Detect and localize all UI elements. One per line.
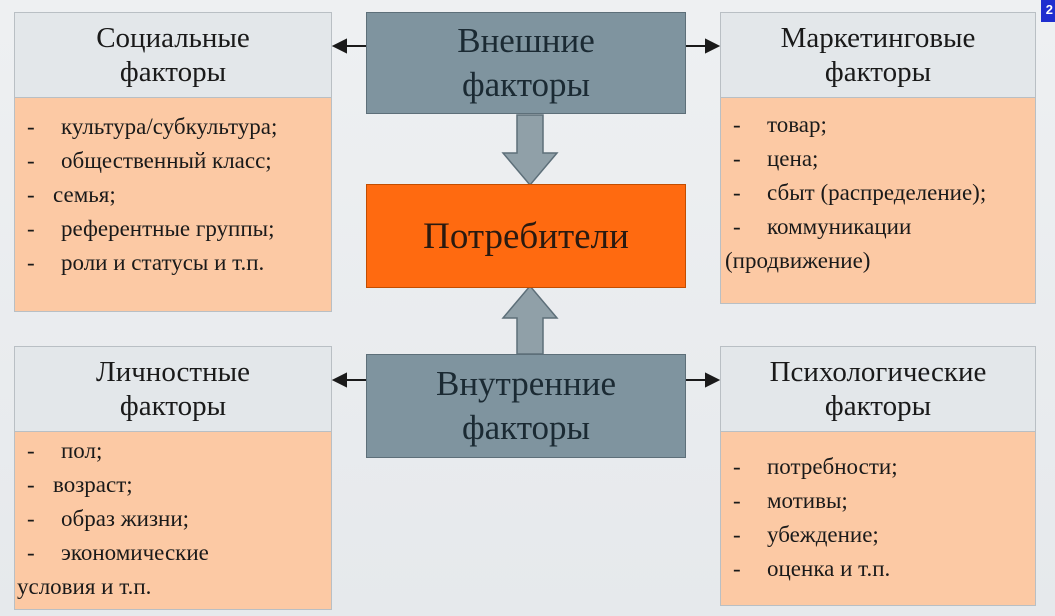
personal-factors-header: Личностные факторы	[14, 346, 332, 432]
marketing-title-line1: Маркетинговые	[780, 22, 976, 54]
list-item: -роли и статусы и т.п.	[27, 250, 265, 275]
psychological-factors-list: -потребности; -мотивы; -убеждение; -оцен…	[720, 432, 1036, 606]
marketing-factors-list: -товар; -цена; -сбыт (распределение); -к…	[720, 98, 1036, 304]
list-item: -референтные группы;	[27, 216, 275, 241]
personal-title-line1: Личностные	[96, 356, 250, 388]
social-title-line2: факторы	[119, 56, 227, 88]
external-factors-box: Внешние факторы	[366, 12, 686, 114]
external-factors-line2: факторы	[461, 65, 591, 104]
internal-factors-box: Внутренние факторы	[366, 354, 686, 458]
block-arrow-down	[501, 114, 559, 187]
list-item: -мотивы;	[733, 488, 848, 513]
marketing-title-line2: факторы	[824, 56, 932, 88]
consumers-label: Потребители	[423, 215, 629, 257]
list-item: -экономические	[27, 540, 209, 565]
personal-title-line2: факторы	[119, 390, 227, 422]
list-item: (продвижение)	[725, 248, 871, 273]
social-title-line1: Социальные	[96, 22, 250, 54]
list-item: -общественный класс;	[27, 148, 272, 173]
psychological-factors-header: Психологические факторы	[720, 346, 1036, 432]
list-item: -сбыт (распределение);	[733, 180, 987, 205]
external-factors-line1: Внешние	[457, 21, 595, 60]
list-item: -потребности;	[733, 454, 898, 479]
list-item: -образ жизни;	[27, 506, 190, 531]
personal-factors-list: -пол; -возраст; -образ жизни; -экономиче…	[14, 432, 332, 610]
list-item: -оценка и т.п.	[733, 556, 891, 581]
marketing-factors-header: Маркетинговые факторы	[720, 12, 1036, 98]
social-factors-list: -культура/субкультура; -общественный кла…	[14, 98, 332, 312]
block-arrow-up	[501, 284, 559, 355]
list-item: -товар;	[733, 112, 827, 137]
list-item: -цена;	[733, 146, 819, 171]
list-item: -убеждение;	[733, 522, 879, 547]
social-factors-header: Социальные факторы	[14, 12, 332, 98]
list-item: -пол;	[27, 438, 103, 463]
internal-factors-line2: факторы	[461, 408, 591, 447]
list-item: -возраст;	[27, 472, 133, 497]
psychological-title-line1: Психологические	[769, 356, 987, 388]
list-item: -коммуникации	[733, 214, 912, 239]
internal-factors-line1: Внутренние	[435, 364, 617, 403]
list-item: -семья;	[27, 182, 116, 207]
slide-number-badge: 2	[1041, 0, 1055, 22]
list-item: -культура/субкультура;	[27, 114, 278, 139]
list-item: условия и т.п.	[17, 574, 152, 599]
consumers-box: Потребители	[366, 184, 686, 288]
psychological-title-line2: факторы	[824, 390, 932, 422]
